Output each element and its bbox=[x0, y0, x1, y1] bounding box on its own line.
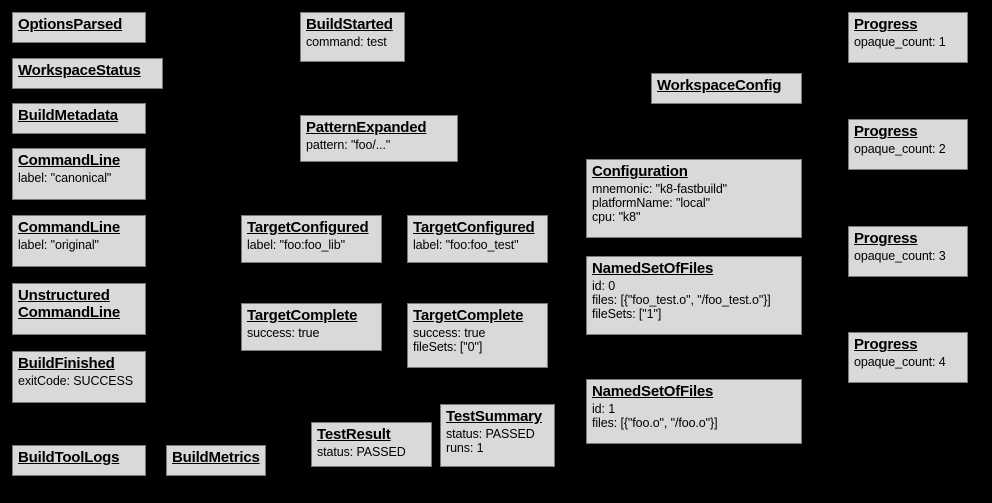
node-field-list: exitCode: SUCCESS bbox=[18, 374, 140, 388]
node-field: fileSets: ["1"] bbox=[592, 307, 662, 321]
node-field: opaque_count: 3 bbox=[854, 249, 946, 263]
node-title: CommandLine bbox=[18, 152, 120, 169]
node-title: Progress bbox=[854, 16, 918, 33]
node-pattern-expanded[interactable]: PatternExpanded pattern: "foo/..." bbox=[300, 115, 458, 162]
node-field: pattern: "foo/..." bbox=[306, 138, 391, 152]
node-field-list: pattern: "foo/..." bbox=[306, 138, 452, 152]
node-field: id: 1 bbox=[592, 402, 616, 416]
node-field: status: PASSED bbox=[446, 427, 535, 441]
node-title: CommandLine bbox=[18, 304, 120, 321]
node-build-started[interactable]: BuildStarted command: test bbox=[300, 12, 405, 62]
node-field-list: success: true bbox=[247, 326, 376, 340]
node-title: TargetComplete bbox=[413, 307, 524, 324]
node-title: BuildMetrics bbox=[172, 449, 260, 466]
node-configuration[interactable]: Configuration mnemonic: "k8-fastbuild"pla… bbox=[586, 159, 802, 238]
node-field: opaque_count: 4 bbox=[854, 355, 946, 369]
node-field: success: true bbox=[413, 326, 486, 340]
node-field-list: command: test bbox=[306, 35, 399, 49]
node-command-line-original[interactable]: CommandLine label: "original" bbox=[12, 215, 146, 267]
node-build-tool-logs[interactable]: BuildToolLogs bbox=[12, 445, 146, 476]
node-workspace-status[interactable]: WorkspaceStatus bbox=[12, 58, 163, 89]
node-title: BuildMetadata bbox=[18, 107, 118, 124]
node-field: label: "foo:foo_lib" bbox=[247, 238, 345, 252]
node-title: TargetConfigured bbox=[413, 219, 535, 236]
node-progress-1[interactable]: Progress opaque_count: 1 bbox=[848, 12, 968, 63]
node-title: BuildStarted bbox=[306, 16, 393, 33]
node-title: TargetConfigured bbox=[247, 219, 369, 236]
node-field: command: test bbox=[306, 35, 387, 49]
node-field: opaque_count: 1 bbox=[854, 35, 946, 49]
node-title: Progress bbox=[854, 336, 918, 353]
node-title: TestSummary bbox=[446, 408, 542, 425]
node-field-list: label: "original" bbox=[18, 238, 140, 252]
node-title: BuildFinished bbox=[18, 355, 115, 372]
node-title: NamedSetOfFiles bbox=[592, 260, 714, 277]
node-test-result[interactable]: TestResult status: PASSED bbox=[311, 422, 432, 467]
node-field: label: "original" bbox=[18, 238, 99, 252]
node-field: runs: 1 bbox=[446, 441, 484, 455]
node-field: success: true bbox=[247, 326, 320, 340]
node-options-parsed[interactable]: OptionsParsed bbox=[12, 12, 146, 43]
node-workspace-config[interactable]: WorkspaceConfig bbox=[651, 73, 802, 104]
node-build-metadata[interactable]: BuildMetadata bbox=[12, 103, 146, 134]
node-field-list: opaque_count: 2 bbox=[854, 142, 962, 156]
node-field: status: PASSED bbox=[317, 445, 406, 459]
node-title: Progress bbox=[854, 230, 918, 247]
node-build-metrics[interactable]: BuildMetrics bbox=[166, 445, 266, 476]
node-field: opaque_count: 2 bbox=[854, 142, 946, 156]
node-progress-4[interactable]: Progress opaque_count: 4 bbox=[848, 332, 968, 383]
node-title: WorkspaceConfig bbox=[657, 77, 782, 94]
node-title: TestResult bbox=[317, 426, 391, 443]
node-field-list: opaque_count: 4 bbox=[854, 355, 962, 369]
node-field: id: 0 bbox=[592, 279, 616, 293]
node-title: Configuration bbox=[592, 163, 688, 180]
node-field-list: label: "foo:foo_test" bbox=[413, 238, 542, 252]
node-title: TargetComplete bbox=[247, 307, 358, 324]
node-title: OptionsParsed bbox=[18, 16, 123, 33]
node-field: platformName: "local" bbox=[592, 196, 710, 210]
node-title: WorkspaceStatus bbox=[18, 62, 141, 79]
node-field: files: [{"foo_test.o", "/foo_test.o"}] bbox=[592, 293, 771, 307]
node-title: CommandLine bbox=[18, 219, 120, 236]
node-title: Unstructured bbox=[18, 287, 110, 304]
node-target-configured-foo-lib[interactable]: TargetConfigured label: "foo:foo_lib" bbox=[241, 215, 382, 263]
node-field-list: label: "canonical" bbox=[18, 171, 140, 185]
node-progress-2[interactable]: Progress opaque_count: 2 bbox=[848, 119, 968, 170]
node-field: fileSets: ["0"] bbox=[413, 340, 483, 354]
node-field-list: label: "foo:foo_lib" bbox=[247, 238, 376, 252]
node-field-list: status: PASSED bbox=[317, 445, 426, 459]
node-build-finished[interactable]: BuildFinished exitCode: SUCCESS bbox=[12, 351, 146, 403]
node-target-configured-foo-test[interactable]: TargetConfigured label: "foo:foo_test" bbox=[407, 215, 548, 263]
node-title: NamedSetOfFiles bbox=[592, 383, 714, 400]
node-field: label: "canonical" bbox=[18, 171, 112, 185]
node-target-complete-lib[interactable]: TargetComplete success: true bbox=[241, 303, 382, 351]
node-field-list: opaque_count: 3 bbox=[854, 249, 962, 263]
node-field: cpu: "k8" bbox=[592, 210, 641, 224]
node-progress-3[interactable]: Progress opaque_count: 3 bbox=[848, 226, 968, 277]
node-field: files: [{"foo.o", "/foo.o"}] bbox=[592, 416, 718, 430]
node-title: Progress bbox=[854, 123, 918, 140]
node-title: BuildToolLogs bbox=[18, 449, 120, 466]
node-command-line-canonical[interactable]: CommandLine label: "canonical" bbox=[12, 148, 146, 200]
node-field-list: opaque_count: 1 bbox=[854, 35, 962, 49]
node-field: exitCode: SUCCESS bbox=[18, 374, 134, 388]
node-field: mnemonic: "k8-fastbuild" bbox=[592, 182, 728, 196]
node-field: label: "foo:foo_test" bbox=[413, 238, 519, 252]
node-title: PatternExpanded bbox=[306, 119, 427, 136]
node-field-list: mnemonic: "k8-fastbuild"platformName: "l… bbox=[592, 182, 796, 224]
